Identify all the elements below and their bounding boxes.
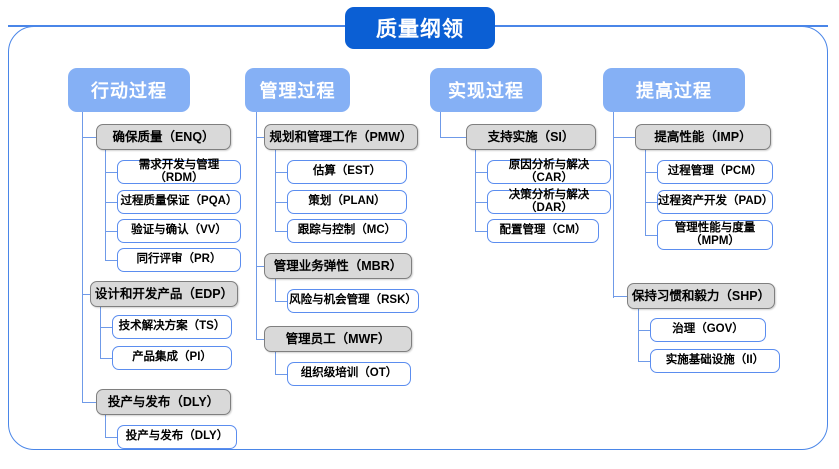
leaf-node-3-1-0[interactable]: 治理（GOV）: [650, 318, 766, 342]
child-trunk-1-2: [275, 352, 277, 375]
column-trunk-1: [256, 112, 258, 340]
child-trunk-2-0: [475, 150, 477, 232]
group-node-3-0[interactable]: 提高性能（IMP）: [635, 124, 771, 150]
column-trunk-3: [613, 112, 615, 298]
child-stub-0-0-1: [105, 202, 117, 204]
group-stub-1-2: [256, 339, 264, 341]
column-header-0[interactable]: 行动过程: [68, 68, 190, 112]
column-trunk-0: [82, 112, 84, 402]
child-trunk-0-0: [105, 150, 107, 260]
column-header-2[interactable]: 实现过程: [430, 68, 542, 112]
child-stub-0-0-0: [105, 172, 117, 174]
child-stub-0-0-3: [105, 260, 117, 262]
child-stub-2-0-1: [475, 202, 487, 204]
child-stub-1-0-2: [275, 231, 287, 233]
group-node-1-1[interactable]: 管理业务弹性（MBR）: [264, 253, 412, 279]
leaf-node-3-0-0[interactable]: 过程管理（PCM）: [657, 160, 773, 184]
group-stub-2-0: [440, 137, 466, 139]
group-node-1-0[interactable]: 规划和管理工作（PMW）: [264, 124, 418, 150]
child-trunk-1-1: [275, 279, 277, 302]
child-stub-3-1-1: [638, 361, 650, 363]
child-stub-0-2-0: [105, 437, 117, 439]
group-stub-0-1: [82, 294, 90, 296]
group-node-2-0[interactable]: 支持实施（SI）: [466, 124, 596, 150]
leaf-node-1-1-0[interactable]: 风险与机会管理（RSK）: [287, 289, 419, 313]
child-trunk-0-1: [100, 307, 102, 359]
child-stub-0-0-2: [105, 231, 117, 233]
child-stub-3-0-1: [645, 202, 657, 204]
child-stub-0-1-1: [100, 358, 112, 360]
leaf-node-2-0-1[interactable]: 决策分析与解决（DAR）: [487, 189, 611, 214]
leaf-node-2-0-2[interactable]: 配置管理（CM）: [487, 219, 599, 243]
group-node-0-0[interactable]: 确保质量（ENQ）: [96, 124, 231, 150]
leaf-node-1-0-2[interactable]: 跟踪与控制（MC）: [287, 219, 407, 243]
child-trunk-1-0: [275, 150, 277, 232]
group-stub-3-0: [613, 137, 635, 139]
child-trunk-3-1: [638, 309, 640, 362]
child-stub-3-0-2: [645, 235, 657, 237]
leaf-node-3-0-1[interactable]: 过程资产开发（PAD）: [657, 190, 773, 214]
leaf-node-1-0-0[interactable]: 估算（EST）: [287, 160, 407, 184]
leaf-node-3-0-2[interactable]: 管理性能与度量（MPM）: [657, 220, 773, 250]
diagram-title: 质量纲领: [345, 7, 495, 49]
child-stub-1-0-1: [275, 202, 287, 204]
group-node-0-1[interactable]: 设计和开发产品（EDP）: [90, 281, 238, 307]
group-stub-1-0: [256, 137, 264, 139]
leaf-node-0-1-1[interactable]: 产品集成（PI）: [112, 346, 232, 370]
leaf-node-0-1-0[interactable]: 技术解决方案（TS）: [112, 315, 232, 339]
column-header-3[interactable]: 提高过程: [603, 68, 745, 112]
group-stub-0-2: [82, 402, 96, 404]
group-stub-1-1: [256, 266, 264, 268]
group-stub-0-0: [82, 137, 96, 139]
leaf-node-3-1-1[interactable]: 实施基础设施（II）: [650, 349, 780, 373]
leaf-node-1-0-1[interactable]: 策划（PLAN）: [287, 190, 407, 214]
child-stub-1-0-0: [275, 172, 287, 174]
leaf-node-0-0-3[interactable]: 同行评审（PR）: [117, 248, 241, 272]
child-stub-3-1-0: [638, 330, 650, 332]
leaf-node-1-2-0[interactable]: 组织级培训（OT）: [287, 362, 411, 386]
child-stub-2-0-2: [475, 231, 487, 233]
group-node-0-2[interactable]: 投产与发布（DLY）: [96, 389, 231, 415]
group-node-3-1[interactable]: 保持习惯和毅力（SHP）: [627, 283, 775, 309]
leaf-node-0-2-0[interactable]: 投产与发布（DLY）: [117, 425, 237, 449]
group-node-1-2[interactable]: 管理员工（MWF）: [264, 326, 412, 352]
leaf-node-0-0-2[interactable]: 验证与确认（VV）: [117, 219, 241, 243]
child-trunk-3-0: [645, 150, 647, 236]
group-stub-3-1: [613, 296, 627, 298]
child-stub-3-0-0: [645, 172, 657, 174]
leaf-node-0-0-0[interactable]: 需求开发与管理（RDM）: [117, 159, 241, 184]
child-trunk-0-2: [105, 415, 107, 438]
column-trunk-2: [440, 112, 442, 137]
child-stub-2-0-0: [475, 172, 487, 174]
column-header-1[interactable]: 管理过程: [245, 68, 350, 112]
leaf-node-2-0-0[interactable]: 原因分析与解决（CAR）: [487, 159, 611, 184]
child-stub-0-1-0: [100, 327, 112, 329]
leaf-node-0-0-1[interactable]: 过程质量保证（PQA）: [117, 190, 241, 214]
child-stub-1-2-0: [275, 374, 287, 376]
child-stub-1-1-0: [275, 301, 287, 303]
